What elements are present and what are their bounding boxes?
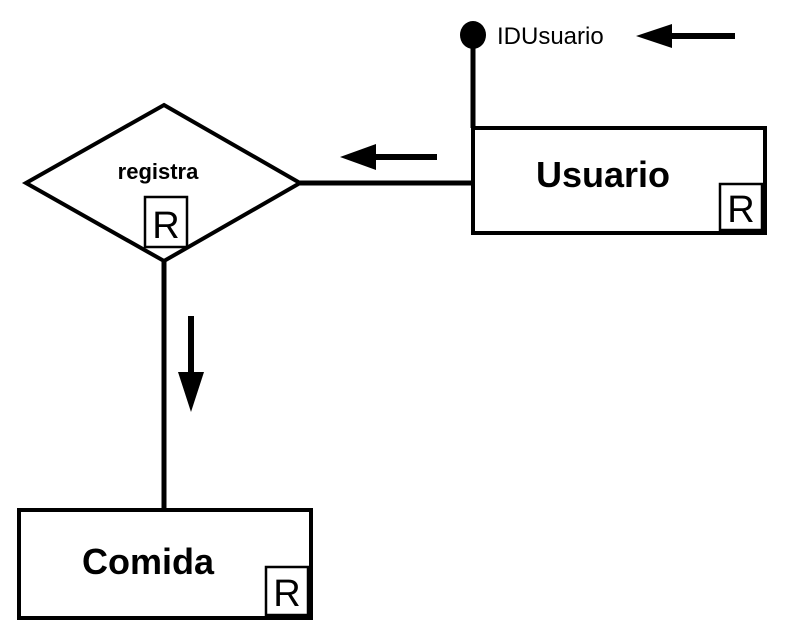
arrow-down-icon (178, 316, 204, 412)
relationship-label: registra (118, 159, 199, 184)
relationship-badge (143, 195, 189, 249)
relationship-registra: registra R (21, 102, 305, 264)
entity-comida-label: Comida (82, 541, 215, 582)
entity-usuario-label: Usuario (536, 154, 670, 195)
entity-comida-badge (264, 565, 310, 617)
entity-usuario-badge-label: R (727, 189, 754, 231)
arrow-left-icon (636, 24, 735, 48)
attribute-label: IDUsuario (497, 23, 604, 50)
entity-usuario: Usuario R (471, 126, 767, 235)
entity-comida: Comida R (17, 508, 313, 620)
key-attribute-dot (460, 21, 486, 49)
relationship-badge-label: R (152, 205, 179, 247)
arrow-left-icon (340, 144, 437, 170)
entity-comida-badge-label: R (273, 573, 300, 615)
entity-usuario-badge (718, 182, 764, 232)
